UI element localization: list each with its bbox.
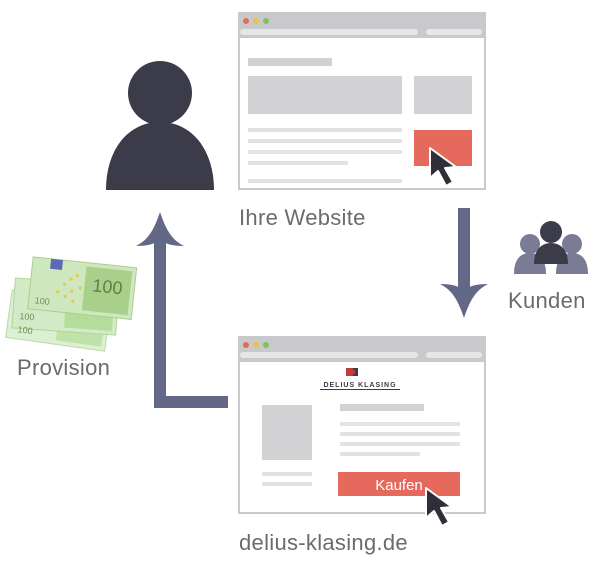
window-close-dot [243, 342, 249, 348]
arrow-up-icon [136, 212, 228, 408]
arrow-down-icon [440, 208, 488, 318]
your-website-label: Ihre Website [239, 205, 366, 230]
your-website-browser [238, 12, 486, 190]
window-minimize-dot [253, 342, 259, 348]
text-line [248, 161, 348, 165]
text-line [248, 128, 402, 132]
commission-label: Provision [17, 355, 111, 380]
sidebar-block [414, 76, 472, 114]
window-maximize-dot [263, 342, 269, 348]
text-line [248, 179, 402, 183]
cursor-icon [425, 487, 453, 527]
page-heading-line [248, 58, 332, 66]
window-maximize-dot [263, 18, 269, 24]
text-line [340, 442, 460, 446]
brand-name: DELIUS KLASING [323, 382, 396, 389]
buy-button-label: Kaufen [375, 477, 423, 494]
product-title-line [340, 404, 424, 411]
text-line [248, 139, 402, 143]
text-line [340, 452, 420, 456]
banknote-denomination: 100 [17, 324, 33, 336]
window-close-dot [243, 18, 249, 24]
person-icon [106, 61, 214, 190]
buy-button[interactable]: Kaufen [338, 472, 460, 496]
text-line [262, 472, 312, 476]
customers-group-icon [514, 221, 588, 274]
delius-klasing-logo: DELIUS KLASING [320, 368, 400, 390]
address-bar [240, 352, 418, 358]
banknotes-icon: 100 100 100 100 [5, 256, 138, 352]
cursor-icon [429, 147, 457, 187]
banknote-denomination: 100 [19, 311, 35, 322]
window-minimize-dot [253, 18, 259, 24]
shop-browser: DELIUS KLASING Kaufen [238, 336, 486, 514]
banknote-denomination: 100 [34, 295, 50, 307]
search-bar [426, 352, 482, 358]
text-line [248, 150, 402, 154]
banknote-denomination: 100 [92, 275, 124, 298]
text-line [340, 422, 460, 426]
address-bar [240, 29, 418, 35]
content-image-block [248, 76, 402, 114]
text-line [340, 432, 460, 436]
search-bar [426, 29, 482, 35]
shop-domain-label: delius-klasing.de [239, 530, 408, 555]
product-image [262, 405, 312, 460]
customers-label: Kunden [508, 288, 586, 313]
text-line [262, 482, 312, 486]
